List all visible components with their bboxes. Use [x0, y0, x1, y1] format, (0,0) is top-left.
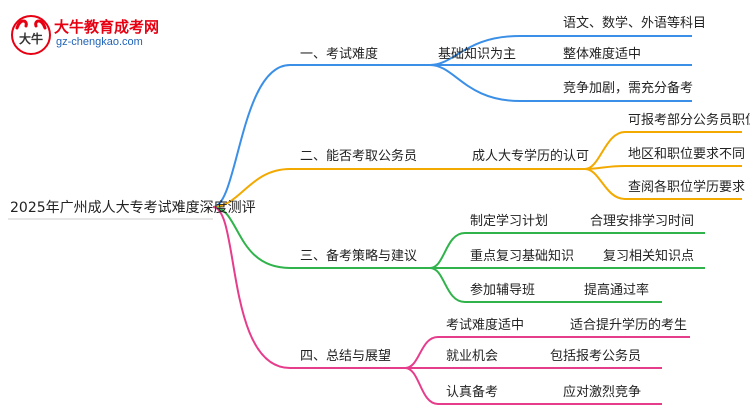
- branch-1-leaf-3: 竞争加剧，需充分备考: [563, 81, 694, 96]
- branch-1-node-1: 基础知识为主: [438, 47, 517, 62]
- branch-3-leaf-1: 合理安排学习时间: [590, 214, 695, 229]
- branch-4-node-2: 就业机会: [446, 349, 499, 364]
- branch-1-leaf-2: 整体难度适中: [563, 47, 642, 62]
- branch-1-label: 一、考试难度: [300, 47, 379, 62]
- branch-4-node-3: 认真备考: [446, 385, 499, 400]
- branch-3-leaf-3: 提高通过率: [584, 283, 650, 298]
- branch-3-node-1: 制定学习计划: [470, 214, 549, 229]
- branch-3-node-2: 重点复习基础知识: [470, 249, 575, 264]
- branch-2-label: 二、能否考取公务员: [300, 149, 418, 164]
- branch-4-leaf-2: 包括报考公务员: [550, 349, 642, 364]
- site-logo: 大牛 大牛教育成考网 gz-chengkao.com: [10, 14, 160, 55]
- branch-4-leaf-3: 应对激烈竞争: [563, 385, 642, 400]
- branch-3-label: 三、备考策略与建议: [300, 249, 418, 264]
- branch-1-lines: [212, 35, 692, 208]
- logo-url: gz-chengkao.com: [56, 36, 143, 48]
- branch-4-label: 四、总结与展望: [300, 349, 392, 364]
- logo-mark-text: 大牛: [19, 31, 43, 46]
- branch-4-node-1: 考试难度适中: [446, 318, 525, 333]
- branch-2-leaf-3: 查阅各职位学历要求: [628, 180, 746, 195]
- branch-2-lines: [212, 131, 742, 208]
- branch-2-node-1: 成人大专学历的认可: [472, 149, 590, 164]
- ox-logo-icon: 大牛: [11, 15, 51, 55]
- branch-1-leaf-1: 语文、数学、外语等科目: [563, 16, 707, 31]
- branch-3-node-3: 参加辅导班: [470, 283, 536, 298]
- branch-2-leaf-2: 地区和职位要求不同: [628, 147, 746, 162]
- branch-2-leaf-1: 可报考部分公务员职位: [628, 113, 750, 128]
- branch-3-lines: [212, 206, 705, 303]
- logo-title: 大牛教育成考网: [54, 18, 160, 36]
- branch-4-lines: [212, 206, 690, 405]
- root-topic: 2025年广州成人大专考试难度深度测评: [10, 200, 256, 216]
- branch-4-leaf-1: 适合提升学历的考生: [570, 318, 688, 333]
- branch-3-leaf-2: 复习相关知识点: [603, 249, 695, 264]
